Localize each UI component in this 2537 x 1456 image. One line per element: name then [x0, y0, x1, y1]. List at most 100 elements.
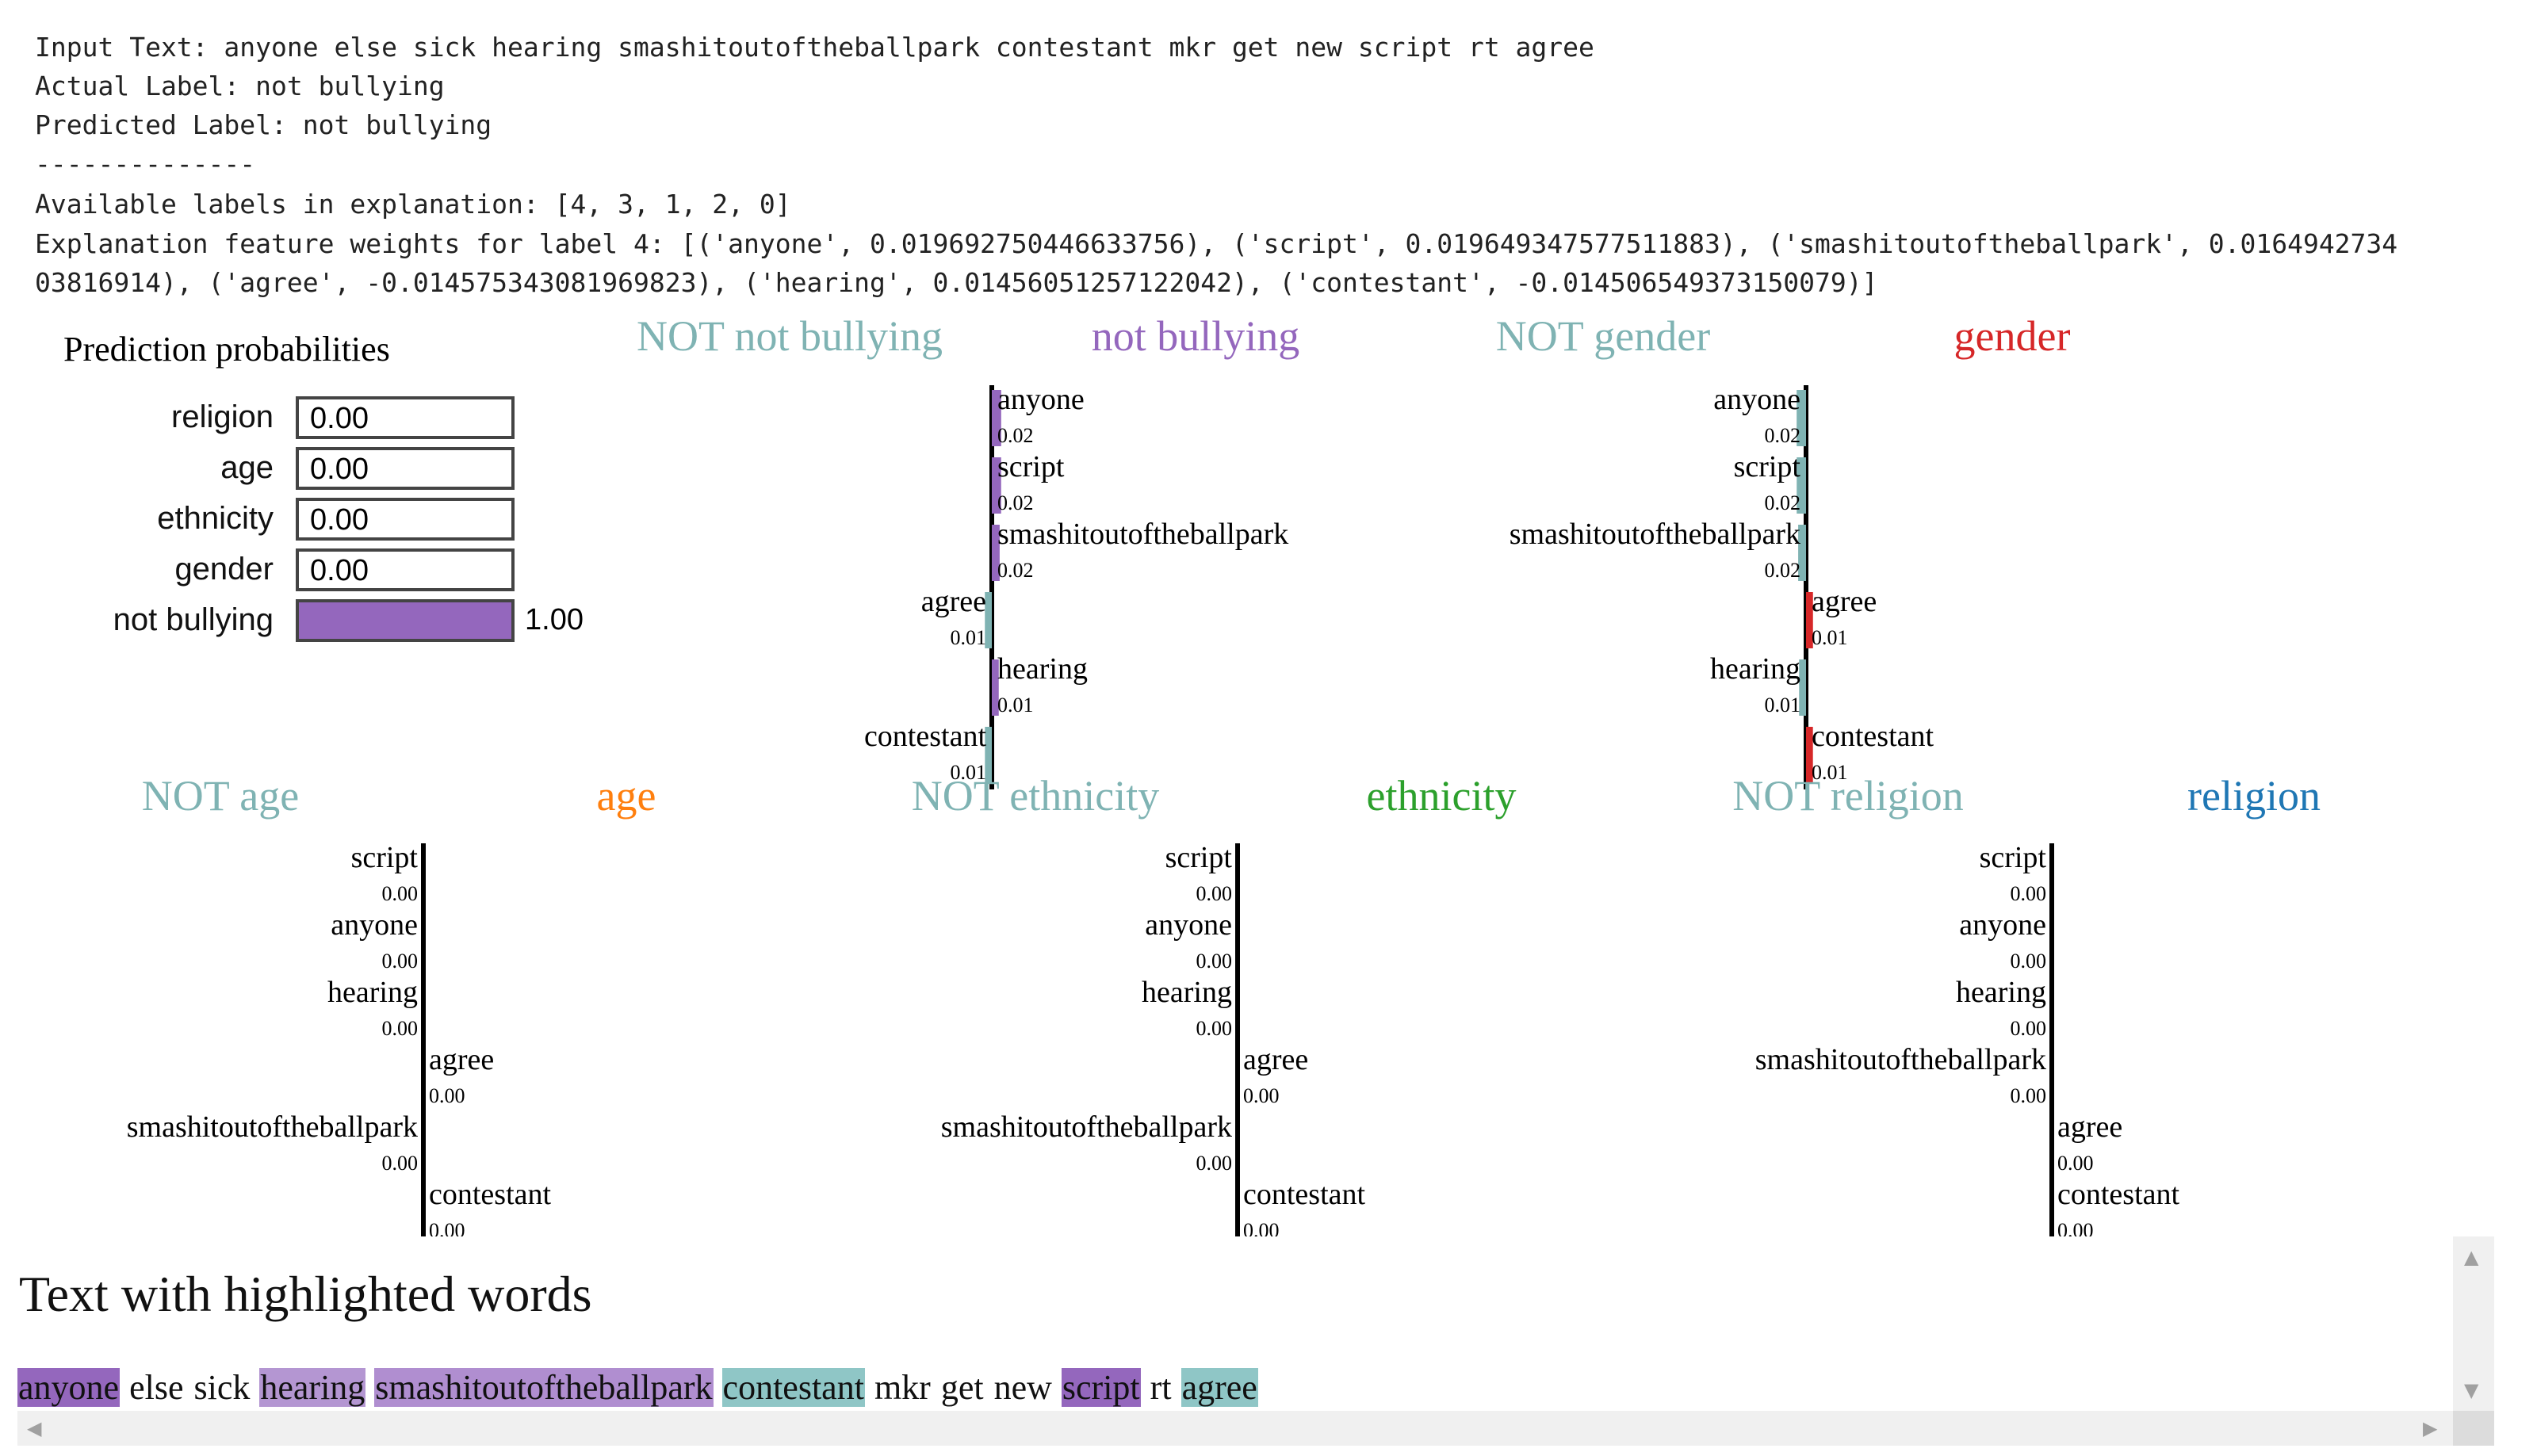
probability-value: 0.00	[310, 503, 369, 537]
feature-word: anyone	[331, 908, 418, 942]
output-line-actual: Actual Label: not bullying	[35, 71, 445, 101]
probability-row: gender 0.00	[0, 547, 634, 591]
feature-bar	[1806, 727, 1813, 783]
feature-word: hearing	[1142, 976, 1232, 1009]
output-line-separator: --------------	[35, 148, 256, 179]
probability-value: 0.00	[310, 402, 369, 435]
probability-bar: 0.00	[296, 548, 515, 591]
feature-word: contestant	[1812, 720, 1934, 753]
feature-word: contestant	[429, 1178, 552, 1211]
feature-weight: 0.00	[1196, 950, 1233, 973]
feature-weight: 0.01	[1812, 761, 1848, 784]
scroll-down-arrow-icon[interactable]: ▼	[2464, 1379, 2479, 1401]
feature-weight: 0.00	[1243, 1219, 1280, 1236]
feature-weight: 0.00	[2057, 1152, 2094, 1175]
feature-word: agree	[2057, 1110, 2122, 1144]
feature-bar	[992, 457, 1001, 514]
plain-word: get	[940, 1368, 984, 1407]
feature-word: hearing	[997, 652, 1088, 686]
highlighted-word: contestant	[721, 1368, 865, 1407]
feature-word: smashitoutoftheballpark	[1755, 1043, 2046, 1076]
highlighted-word: script	[1061, 1368, 1141, 1407]
panel-title: gender	[1954, 312, 2071, 360]
scrollbar-corner	[2453, 1411, 2494, 1446]
panel-title: not bullying	[1092, 312, 1300, 360]
panel-not-title: NOT not bullying	[637, 312, 943, 360]
plain-word: new	[993, 1368, 1052, 1407]
feature-bar	[1799, 659, 1806, 716]
feature-weight: 0.00	[2011, 950, 2047, 973]
panel-title: ethnicity	[1367, 772, 1517, 820]
panel-not-title: NOT gender	[1496, 312, 1710, 360]
feature-bar	[992, 390, 1001, 446]
probability-row: ethnicity 0.00	[0, 496, 634, 541]
panel-not-title: NOT age	[142, 772, 299, 820]
feature-weight: 0.00	[382, 1017, 419, 1040]
feature-word: anyone	[1145, 908, 1232, 942]
feature-word: script	[351, 841, 419, 874]
feature-word: agree	[921, 585, 986, 618]
plain-word: sick	[193, 1368, 251, 1407]
feature-word: anyone	[1713, 383, 1800, 416]
feature-weight: 0.00	[429, 1219, 465, 1236]
feature-weight: 0.00	[1196, 1152, 1233, 1175]
feature-bar	[992, 659, 999, 716]
scroll-left-arrow-icon[interactable]: ◀	[27, 1417, 42, 1439]
feature-weight: 0.00	[429, 1084, 465, 1107]
plain-word: rt	[1150, 1368, 1172, 1407]
feature-weight: 0.02	[997, 424, 1034, 447]
scroll-right-arrow-icon[interactable]: ▶	[2423, 1417, 2438, 1439]
feature-word: agree	[1812, 585, 1877, 618]
feature-weight: 0.00	[1243, 1084, 1280, 1107]
feature-weight: 0.00	[2011, 882, 2047, 905]
prediction-probabilities-title: Prediction probabilities	[63, 330, 390, 369]
feature-word: script	[1734, 450, 1801, 483]
feature-bar	[1798, 525, 1806, 581]
feature-weight: 0.01	[951, 626, 987, 649]
probability-value: 1.00	[525, 603, 584, 636]
feature-word: smashitoutoftheballpark	[941, 1110, 1232, 1144]
feature-word: script	[997, 450, 1065, 483]
feature-weight: 0.01	[1812, 626, 1848, 649]
feature-bar	[1797, 390, 1806, 446]
feature-word: anyone	[997, 383, 1085, 416]
output-line-predicted: Predicted Label: not bullying	[35, 109, 492, 140]
feature-word: hearing	[1956, 976, 2046, 1009]
feature-weight: 0.00	[2057, 1219, 2094, 1236]
feature-word: anyone	[1959, 908, 2046, 942]
feature-bar	[992, 525, 1000, 581]
plain-word: else	[129, 1368, 184, 1407]
feature-weight: 0.00	[382, 1152, 419, 1175]
feature-weight: 0.00	[382, 950, 419, 973]
output-line-available-labels: Available labels in explanation: [4, 3, …	[35, 189, 791, 220]
feature-bar	[985, 727, 992, 783]
feature-weight: 0.01	[997, 694, 1034, 717]
probability-label: religion	[171, 399, 274, 434]
feature-word: smashitoutoftheballpark	[997, 518, 1288, 551]
output-line-weights: Explanation feature weights for label 4:…	[35, 228, 2398, 259]
feature-weight: 0.02	[997, 559, 1034, 582]
probability-label: ethnicity	[157, 501, 274, 536]
feature-word: smashitoutoftheballpark	[127, 1110, 418, 1144]
probability-bar	[296, 599, 515, 642]
feature-weight: 0.02	[1765, 559, 1801, 582]
probability-bar: 0.00	[296, 498, 515, 541]
probability-label: gender	[174, 552, 274, 587]
feature-weight: 0.00	[2011, 1017, 2047, 1040]
feature-bar	[1797, 457, 1806, 514]
panel-title: religion	[2187, 772, 2321, 820]
probability-label: not bullying	[113, 602, 274, 637]
probability-bar: 0.00	[296, 396, 515, 439]
feature-word: script	[1980, 841, 2047, 874]
highlighted-text: anyone else sick hearing smashitoutofthe…	[17, 1366, 1258, 1409]
feature-word: agree	[1243, 1043, 1308, 1076]
highlighted-word: anyone	[17, 1368, 121, 1407]
vertical-scrollbar[interactable]: ▲ ▼	[2453, 1236, 2494, 1411]
horizontal-scrollbar[interactable]: ◀ ▶	[17, 1411, 2453, 1446]
feature-word: smashitoutoftheballpark	[1510, 518, 1800, 551]
feature-bar	[985, 592, 992, 648]
feature-weight: 0.00	[1196, 882, 1233, 905]
feature-word: hearing	[1710, 652, 1800, 686]
scroll-up-arrow-icon[interactable]: ▲	[2464, 1246, 2479, 1268]
